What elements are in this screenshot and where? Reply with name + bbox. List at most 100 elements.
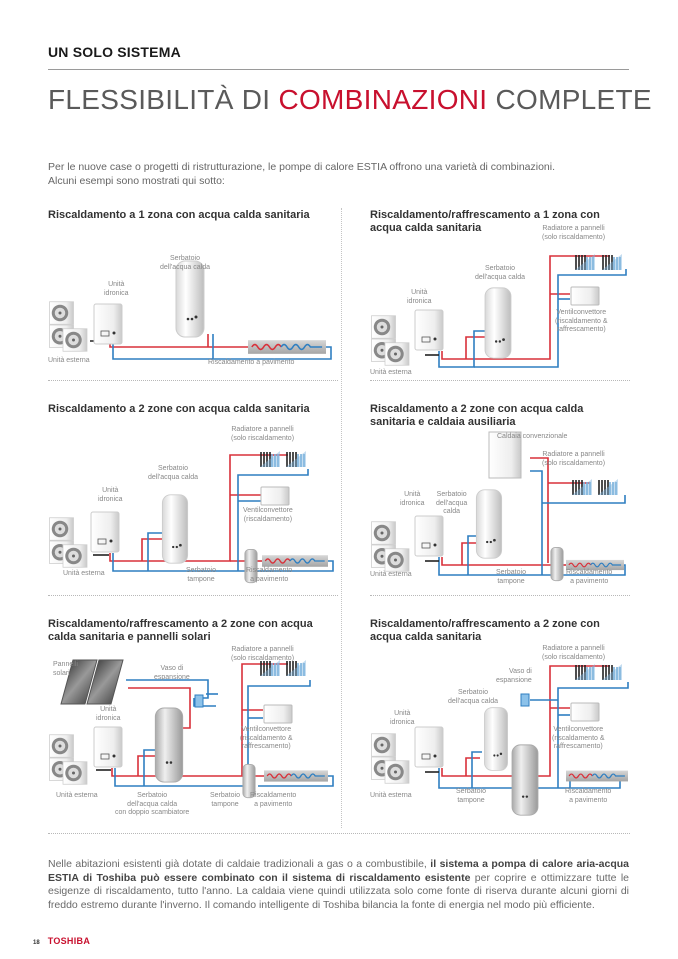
panel-5: Riscaldamento/raffrescamento a 2 zone co… xyxy=(48,618,338,828)
underfloor-heating-icon xyxy=(248,340,326,354)
hydronic-unit-icon xyxy=(93,303,123,345)
cold-pipe xyxy=(247,680,311,786)
label-hydronic: Unità idronica xyxy=(400,491,425,507)
label-outdoor: Unità esterna xyxy=(56,792,98,799)
label-radiator: Radiatore a pannelli (solo riscaldamento… xyxy=(542,451,606,467)
label-floor: Riscaldamento a pavimento xyxy=(566,569,613,585)
label-tank: Serbatoio dell'acqua calda xyxy=(148,465,198,481)
cold-pipe xyxy=(126,679,209,699)
panel-4-title: Riscaldamento a 2 zone con acqua calda s… xyxy=(370,403,584,428)
intro-line-1: Per le nuove case o progetti di ristrutt… xyxy=(48,161,556,173)
label-fancoil: Ventilconvettore (riscaldamento & raffre… xyxy=(552,726,605,750)
label-buffer: Serbatoio tampone xyxy=(456,788,486,804)
cold-pipe xyxy=(471,751,482,788)
panel-1-title: Riscaldamento a 1 zona con acqua calda s… xyxy=(48,209,310,221)
cold-pipe xyxy=(530,470,543,575)
outdoor-unit-icon xyxy=(371,733,410,784)
panel-2: Riscaldamento/raffrescamento a 1 zona co… xyxy=(370,209,630,379)
panel-4: Riscaldamento a 2 zone con acqua calda s… xyxy=(370,403,630,593)
label-fancoil: Ventilconvettore (riscaldamento & raffre… xyxy=(555,309,608,333)
radiator-icon xyxy=(597,478,619,496)
label-radiator: Radiatore a pannelli (solo riscaldamento… xyxy=(231,646,295,662)
hot-pipe xyxy=(441,255,610,360)
underfloor-heating-icon xyxy=(566,769,628,783)
section-label: UN SOLO SISTEMA xyxy=(48,44,181,60)
row-divider-3 xyxy=(48,595,338,596)
fan-coil-icon xyxy=(263,704,293,724)
closing-text-bold: il sistema a pompa di calore aria-acqua … xyxy=(48,858,629,884)
cold-pipe xyxy=(474,269,627,368)
label-hydronic: Unità idronica xyxy=(104,281,129,297)
page-title: FLESSIBILITÀ DI COMBINAZIONI COMPLETE xyxy=(48,84,652,116)
radiator-icon xyxy=(285,450,307,468)
buffer-tank-icon xyxy=(550,546,564,582)
hot-water-tank-icon xyxy=(483,707,509,771)
hot-water-tank-icon xyxy=(475,489,503,559)
outdoor-unit-icon xyxy=(49,301,88,352)
label-radiator: Radiatore a pannelli (solo riscaldamento… xyxy=(231,426,295,442)
cold-pipe xyxy=(143,749,160,786)
label-buffer: Serbatoio tampone xyxy=(186,567,216,583)
label-floor: Riscaldamento a pavimento xyxy=(250,792,297,808)
panel-6-title: Riscaldamento/raffrescamento a 2 zone co… xyxy=(370,618,600,643)
title-part-1: FLESSIBILITÀ DI xyxy=(48,84,279,115)
cold-pipe xyxy=(542,495,626,504)
hydronic-unit-icon xyxy=(414,726,444,768)
cold-pipe xyxy=(193,698,216,707)
cold-pipe xyxy=(557,682,629,788)
label-tank: Serbatoio dell'acqua calda con doppio sc… xyxy=(115,792,190,816)
panel-1-diagram xyxy=(49,260,332,360)
panel-2-diagram xyxy=(371,253,627,368)
hot-water-tank-icon xyxy=(154,707,184,783)
closing-paragraph: Nelle abitazioni esistenti già dotate di… xyxy=(48,858,629,912)
panel-6-diagram xyxy=(371,663,629,816)
row-divider-1 xyxy=(48,380,338,381)
hot-pipe xyxy=(137,755,156,776)
panel-5-diagram xyxy=(49,659,334,799)
label-tank: Serbatoio dell'acqua calda xyxy=(160,255,210,271)
hot-pipe xyxy=(530,457,549,563)
panel-3-diagram xyxy=(49,450,334,584)
panel-5-title: Riscaldamento/raffrescamento a 2 zone co… xyxy=(48,618,313,643)
panel-1: Riscaldamento a 1 zona con acqua calda s… xyxy=(48,209,338,379)
header-divider xyxy=(48,69,629,70)
underfloor-heating-icon xyxy=(264,769,328,783)
outdoor-unit-icon xyxy=(49,517,88,568)
panel-4-diagram xyxy=(371,431,626,582)
fan-coil-icon xyxy=(570,702,600,722)
label-hydronic: Unità idronica xyxy=(407,289,432,305)
hot-water-tank-icon xyxy=(161,494,189,564)
label-floor: Riscaldamento a pavimento xyxy=(565,788,612,804)
hot-pipe xyxy=(441,665,610,777)
outdoor-unit-icon xyxy=(371,521,410,572)
hot-water-tank-icon xyxy=(484,287,512,359)
label-outdoor: Unità esterna xyxy=(370,571,412,578)
row-divider-4 xyxy=(370,595,630,596)
cold-pipe xyxy=(114,768,248,787)
label-outdoor: Unità esterna xyxy=(63,570,105,577)
label-outdoor: Unità esterna xyxy=(48,357,90,364)
outdoor-unit-icon xyxy=(371,315,410,366)
hot-pipe xyxy=(128,687,191,729)
hydronic-unit-icon xyxy=(414,515,444,557)
label-radiator: Radiatore a pannelli (solo riscaldamento… xyxy=(542,645,606,661)
hot-pipe xyxy=(461,542,478,565)
intro-paragraph: Per le nuove case o progetti di ristrutt… xyxy=(48,160,638,188)
label-buffer: Serbatoio tampone xyxy=(496,569,526,585)
cold-pipe xyxy=(112,553,248,572)
radiator-icon xyxy=(259,450,281,468)
hot-pipe xyxy=(141,538,164,561)
fan-coil-icon xyxy=(570,286,600,306)
hot-pipe xyxy=(465,336,488,359)
column-divider xyxy=(341,208,342,828)
cold-pipe xyxy=(147,532,166,571)
panel-2-title: Riscaldamento/raffrescamento a 1 zona co… xyxy=(370,209,600,234)
label-outdoor: Unità esterna xyxy=(370,792,412,799)
fan-coil-icon xyxy=(260,486,290,506)
intro-line-2: Alcuni esempi sono mostrati qui sotto: xyxy=(48,175,225,187)
brand-logo: TOSHIBA xyxy=(47,936,91,946)
expansion-vessel-icon xyxy=(194,694,204,708)
closing-text-2: per coprire e ottimizzare tutte le esige… xyxy=(48,871,629,911)
underfloor-heating-icon xyxy=(262,554,328,568)
